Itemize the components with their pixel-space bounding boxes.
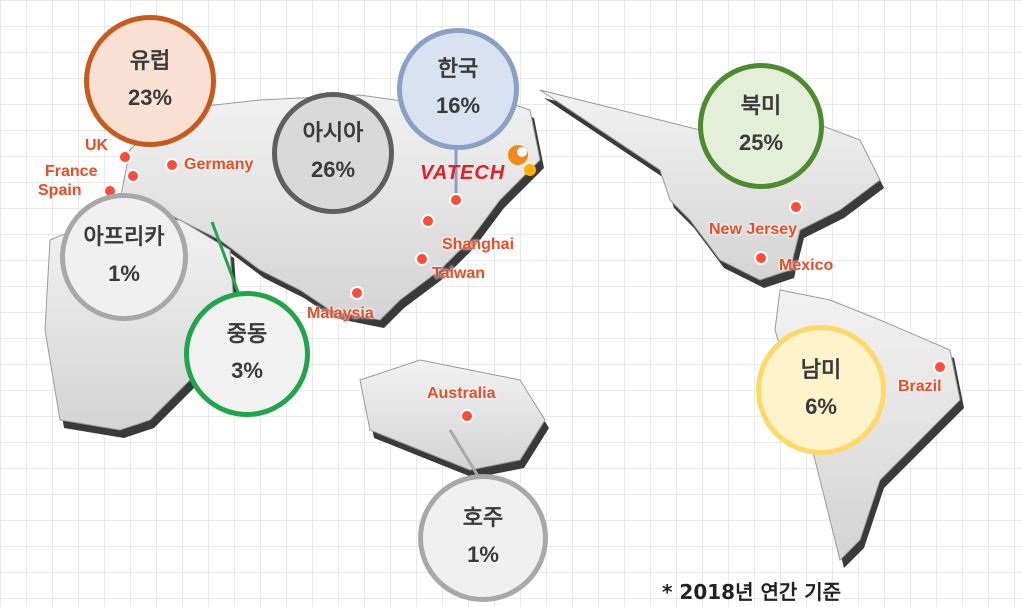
bubble-south-america-value: 6% bbox=[805, 394, 837, 419]
pin-shanghai bbox=[421, 214, 435, 228]
city-label-uk: UK bbox=[85, 137, 109, 154]
city-label-new-jersey: New Jersey bbox=[709, 221, 798, 238]
vatech-logo: VATECH bbox=[420, 162, 506, 184]
pin-korea bbox=[449, 193, 463, 207]
city-label-spain: Spain bbox=[38, 182, 82, 199]
city-pins bbox=[103, 150, 947, 423]
bubble-africa-name: 아프리카 bbox=[83, 225, 165, 250]
bubble-africa-value: 1% bbox=[108, 261, 140, 286]
footnote: * 2018년 연간 기준 bbox=[662, 580, 842, 604]
australia-landmass bbox=[359, 359, 546, 471]
pin-germany bbox=[165, 158, 179, 172]
city-label-australia: Australia bbox=[427, 385, 496, 402]
city-label-shanghai: Shanghai bbox=[442, 236, 515, 253]
bubble-asia: 아시아 26% bbox=[272, 92, 394, 214]
bubble-north-america: 북미 25% bbox=[698, 63, 824, 189]
pin-malaysia bbox=[350, 286, 364, 300]
city-label-germany: Germany bbox=[184, 156, 254, 173]
bubble-australia: 호주 1% bbox=[418, 474, 548, 602]
bubble-europe-name: 유럽 bbox=[129, 49, 171, 74]
bubble-south-america-name: 남미 bbox=[800, 358, 842, 383]
city-label-france: France bbox=[45, 163, 98, 180]
city-label-mexico: Mexico bbox=[779, 257, 834, 274]
bubble-australia-value: 1% bbox=[467, 542, 499, 567]
pin-taiwan bbox=[415, 252, 429, 266]
bubble-australia-name: 호주 bbox=[462, 506, 504, 531]
bubble-africa: 아프리카 1% bbox=[60, 193, 188, 321]
pin-australia bbox=[460, 409, 474, 423]
city-label-taiwan: Taiwan bbox=[432, 265, 486, 282]
bubble-middle-east-name: 중동 bbox=[226, 322, 268, 347]
city-label-brazil: Brazil bbox=[898, 378, 942, 395]
bubble-europe: 유럽 23% bbox=[84, 15, 216, 147]
bubble-europe-value: 23% bbox=[127, 85, 173, 110]
leader-lines bbox=[210, 150, 480, 477]
pin-mexico bbox=[754, 251, 768, 265]
bubble-korea: 한국 16% bbox=[397, 28, 519, 150]
bubble-asia-value: 26% bbox=[310, 157, 356, 182]
pin-france bbox=[126, 169, 140, 183]
bubble-korea-value: 16% bbox=[435, 93, 481, 118]
city-label-malaysia: Malaysia bbox=[307, 305, 374, 322]
bubble-middle-east-value: 3% bbox=[231, 358, 263, 383]
pin-brazil bbox=[933, 360, 947, 374]
bubble-south-america: 남미 6% bbox=[756, 325, 886, 455]
bubble-korea-name: 한국 bbox=[437, 57, 479, 82]
bubble-middle-east: 중동 3% bbox=[184, 291, 310, 417]
logo-mark bbox=[508, 145, 536, 176]
bubble-north-america-value: 25% bbox=[738, 130, 784, 155]
bubble-north-america-name: 북미 bbox=[740, 94, 782, 119]
pin-new-jersey bbox=[789, 200, 803, 214]
bubble-asia-name: 아시아 bbox=[302, 121, 364, 146]
pin-uk bbox=[118, 150, 132, 164]
